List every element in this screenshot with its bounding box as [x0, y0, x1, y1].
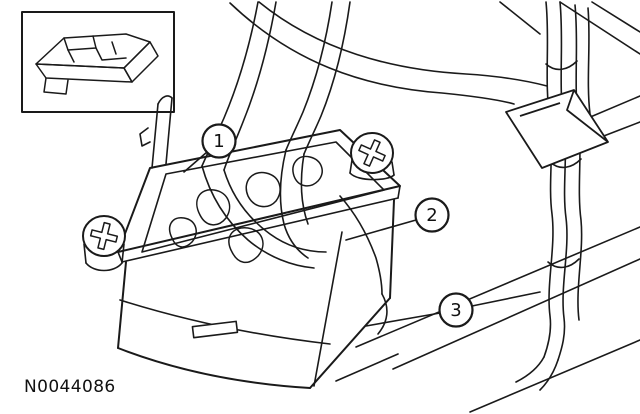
harness-tie: [545, 60, 578, 71]
body-bottom-right-edge: [309, 297, 391, 389]
cutout-shape: [168, 217, 197, 248]
module-tab: [43, 77, 69, 95]
inset-location-thumbnail: [21, 11, 175, 113]
callout-3-leader-line-left: [365, 312, 441, 327]
floor-lines: [335, 226, 640, 413]
cutout-shape: [228, 227, 264, 264]
callout-3-label: 3: [450, 300, 461, 321]
side-panel-line: [587, 95, 640, 119]
body-bottom-front-edge: [117, 347, 311, 389]
floor-line: [392, 258, 640, 370]
harness-strand: [543, 1, 554, 358]
thumbscrew-right: [349, 132, 395, 181]
wiring-harness-right: [515, 1, 591, 391]
body-right-edge: [389, 199, 395, 299]
flange-underside-line: [121, 197, 399, 263]
wire-strand: [279, 149, 309, 259]
callout-3-circle: [438, 292, 474, 328]
body-front-corner-line: [313, 231, 343, 387]
cutout-shape: [245, 171, 281, 208]
cutout-shape: [196, 189, 231, 226]
callout-1-circle: [201, 123, 237, 159]
callout-1: 1: [183, 123, 237, 173]
screw-base-bottom: [85, 262, 123, 272]
tray-front-slot: [191, 320, 239, 339]
harness-branch: [515, 356, 545, 383]
interior-bracket-cutouts: [168, 155, 323, 264]
bracket-edge: [151, 103, 159, 169]
harness-branch: [539, 359, 559, 391]
wire-strand: [300, 153, 309, 225]
floor-line: [469, 339, 640, 413]
screw-base-side: [349, 159, 353, 174]
callout-3-leader-line-right: [471, 291, 541, 307]
floor-line: [355, 226, 640, 348]
flange-end-cap: [117, 251, 123, 263]
thumbscrew-left: [82, 215, 126, 272]
rim-inner-edge: [141, 141, 385, 253]
corner-diagonal-line: [499, 1, 541, 35]
figure-id-label: N0044086: [24, 377, 116, 397]
module-step-line: [67, 49, 75, 63]
relay-box-assembly: [82, 1, 401, 389]
wire-strand: [223, 169, 327, 253]
tray-outline: [117, 129, 401, 389]
callout-2: 2: [345, 197, 450, 241]
corner-diagonal-line: [559, 1, 640, 55]
wire-strand: [201, 165, 315, 269]
bracket-edge: [165, 97, 173, 165]
body-left-edge: [117, 261, 127, 349]
harness-tie: [547, 258, 580, 269]
tag-crease-line: [519, 102, 561, 117]
flange-end-cap: [397, 185, 401, 199]
module-detail-line: [111, 41, 117, 55]
module-step-line: [95, 47, 127, 61]
screw-base-side: [83, 243, 87, 264]
bracket-top-cap: [157, 95, 173, 105]
bracket-hook: [139, 127, 151, 147]
wire-strand: [377, 293, 388, 335]
panel-sweep-line: [229, 2, 515, 105]
panel-sweep-line: [258, 1, 548, 87]
screw-base-side: [121, 243, 125, 264]
callout-1-leader-line: [183, 151, 208, 173]
inset-frame: [21, 11, 175, 113]
wire-strand: [339, 195, 383, 295]
callout-2-leader-line: [345, 219, 417, 241]
wire-strand: [303, 1, 351, 155]
phillips-cross-icon: [89, 221, 119, 251]
harness-strand: [587, 7, 591, 115]
screw-base-side: [391, 161, 395, 176]
callout-3: 3: [365, 291, 541, 328]
cutout-shape: [292, 155, 323, 187]
callout-2-label: 2: [426, 205, 437, 226]
wire-strand: [285, 1, 333, 151]
callout-1-label: 1: [213, 131, 224, 152]
module-front-face: [35, 63, 133, 83]
harness-strand: [557, 1, 568, 361]
phillips-cross-icon: [358, 139, 386, 167]
corner-diagonal-line: [591, 1, 640, 33]
harness-tag: [505, 89, 609, 169]
callout-2-circle: [414, 197, 450, 233]
screw-base-bottom: [349, 172, 395, 181]
floor-line: [335, 353, 399, 382]
module-step-cut: [63, 35, 97, 51]
tag-fold-line: [566, 89, 609, 143]
inset-module-drawing: [35, 33, 159, 95]
mounting-bracket-left: [139, 95, 173, 169]
